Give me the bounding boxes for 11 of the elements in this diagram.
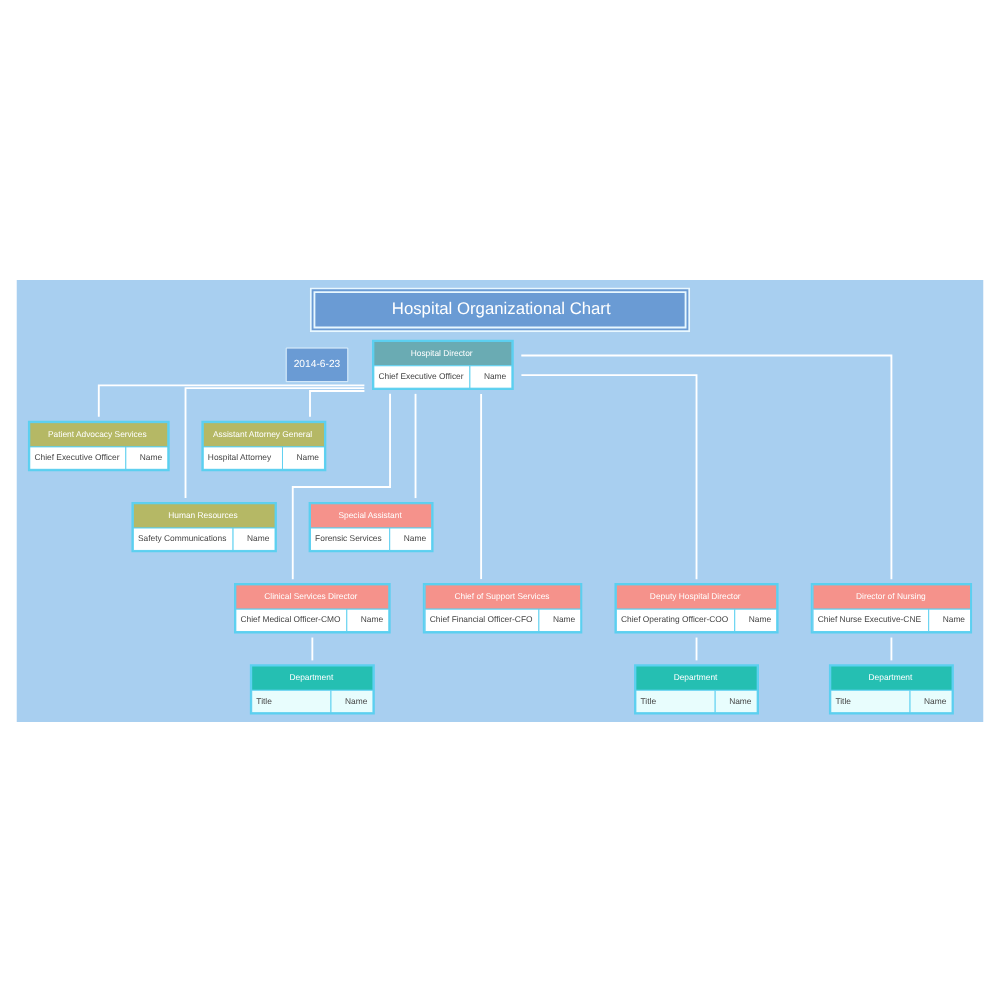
connector: [184, 386, 366, 498]
connector: [97, 383, 366, 417]
connector: [890, 635, 893, 661]
connector: [520, 353, 893, 580]
connector: [695, 635, 698, 661]
connector: [520, 373, 698, 580]
diagram-title: Hospital Organizational Chart: [391, 296, 611, 317]
connector: [414, 391, 417, 498]
connector: [480, 392, 483, 579]
connector: [309, 389, 366, 417]
connector: [311, 635, 314, 661]
